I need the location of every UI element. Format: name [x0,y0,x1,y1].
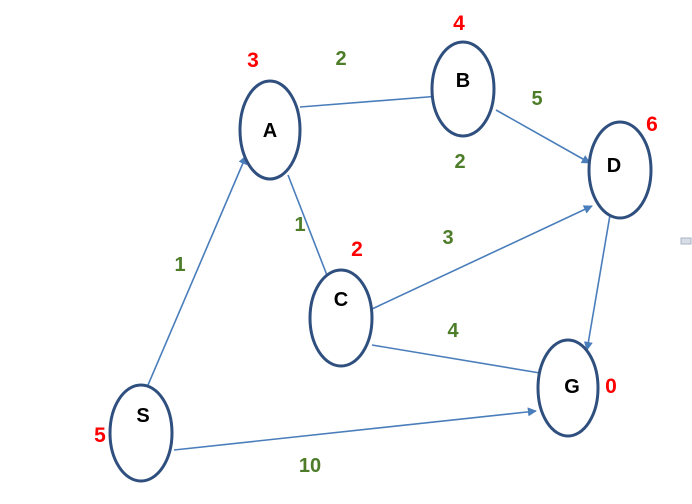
node-b: B [430,40,496,138]
node-g: G [536,338,600,438]
node-d: D [587,120,653,220]
weight-c-g: 4 [447,320,459,342]
heuristic-s: 5 [94,424,106,447]
edges [147,92,611,451]
edge-a-c [287,174,332,284]
edge-a-b [299,92,441,108]
weight-a-c: 1 [294,214,305,236]
weight-d-g: 2 [454,151,465,173]
node-a-label: A [263,120,277,142]
edge-weights: 2 5 1 1 3 4 2 10 [174,48,542,477]
heuristic-d: 6 [646,113,658,136]
weight-a-b: 2 [335,48,346,70]
heuristic-g: 0 [605,375,617,398]
node-s-label: S [136,405,149,427]
edge-artifact [680,237,692,245]
edge-b-d [495,109,591,164]
weight-s-a: 1 [174,254,185,276]
weight-b-d: 5 [531,88,542,110]
heuristic-b: 4 [453,12,465,35]
node-c-label: C [334,289,348,311]
edge-s-g [173,407,537,451]
edge-d-g [583,214,611,351]
node-s: S [108,383,174,483]
node-b-label: B [456,70,470,92]
edge-s-a [147,155,247,386]
node-d-label: D [607,155,621,177]
node-c: C [308,268,374,368]
heuristic-a: 3 [247,49,259,72]
node-g-label: G [564,376,580,398]
nodes: A B C D G S [108,40,653,483]
edge-c-g [371,344,547,378]
heuristics: 3 4 2 6 0 5 [94,12,658,447]
weight-c-d: 3 [442,227,453,249]
heuristic-c: 2 [351,238,363,261]
node-a: A [238,79,302,181]
weight-s-g: 10 [299,455,321,477]
edge-c-d [371,205,593,310]
